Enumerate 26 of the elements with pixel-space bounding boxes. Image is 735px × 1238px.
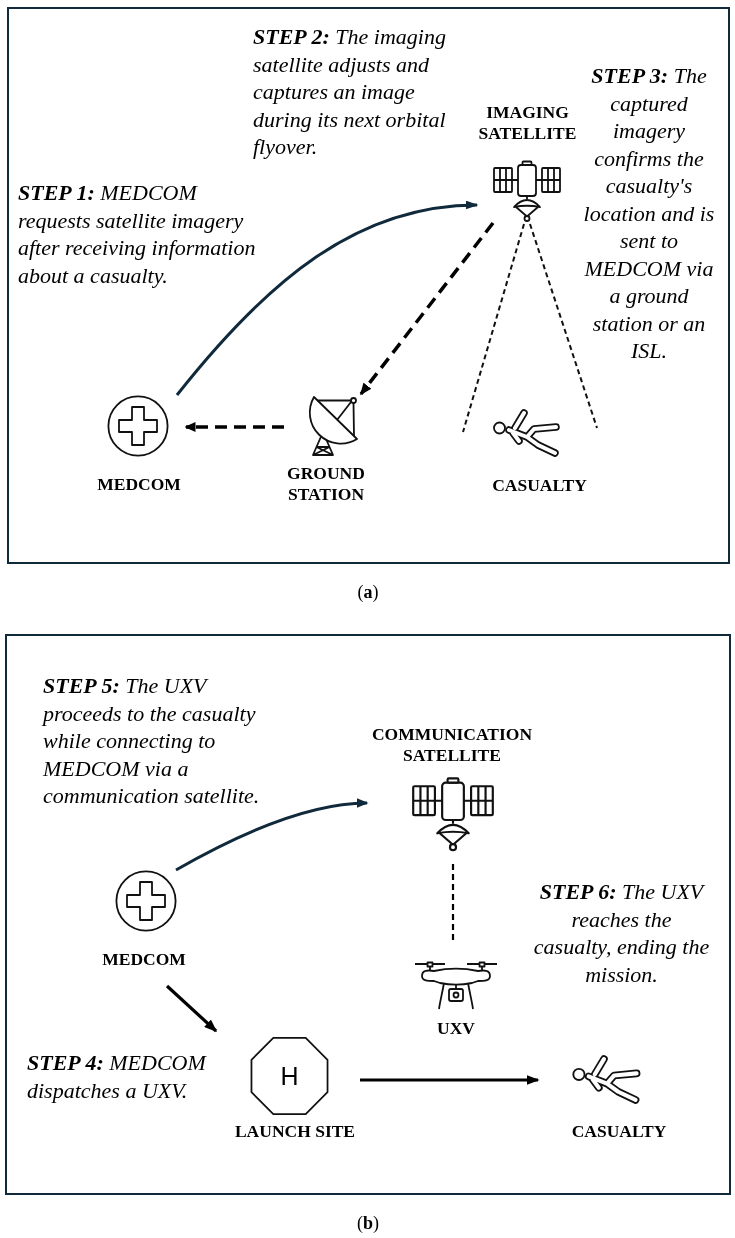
step-description: STEP 1: MEDCOM requests satellite imagery after receiving information about a casualty. <box>18 179 257 289</box>
step-description: STEP 6: The UXV reaches the casualty, ending the mission. <box>532 878 711 988</box>
helipad-letter: H <box>279 1061 300 1091</box>
node-label: UXV <box>436 1018 476 1039</box>
dashed-arrow <box>359 221 495 396</box>
panel-frame <box>7 7 730 564</box>
arrow <box>165 984 218 1033</box>
dashed-arrow <box>184 422 284 432</box>
node-label: CASUALTY <box>491 475 588 496</box>
arrow <box>175 798 369 872</box>
node-label: IMAGING SATELLITE <box>477 102 578 144</box>
node-label: LAUNCH SITE <box>233 1121 357 1142</box>
step-description: STEP 4: MEDCOM dispatches a UXV. <box>27 1049 208 1104</box>
node-label: GROUND STATION <box>286 463 366 505</box>
step-description: STEP 3: The captured imagery confirms the casualty's location and is sent to MEDCOM via a ground station or an ISL. <box>582 62 716 365</box>
node-label: MEDCOM <box>96 474 182 495</box>
arrow <box>360 1075 540 1085</box>
node-label: CASUALTY <box>570 1121 668 1142</box>
panel-caption: (a) <box>356 581 380 603</box>
node-label: COMMUNICATION SATELLITE <box>370 724 534 766</box>
node-label: MEDCOM <box>101 949 187 970</box>
panel-caption: (b) <box>356 1212 380 1234</box>
step-description: STEP 2: The imaging satellite adjusts and captures an image during its next orbital flyover. <box>253 23 447 161</box>
panel-frame <box>5 634 731 1195</box>
step-description: STEP 5: The UXV proceeds to the casualty while connecting to MEDCOM via a communication satellite. <box>43 672 261 810</box>
arrow <box>175 201 479 396</box>
